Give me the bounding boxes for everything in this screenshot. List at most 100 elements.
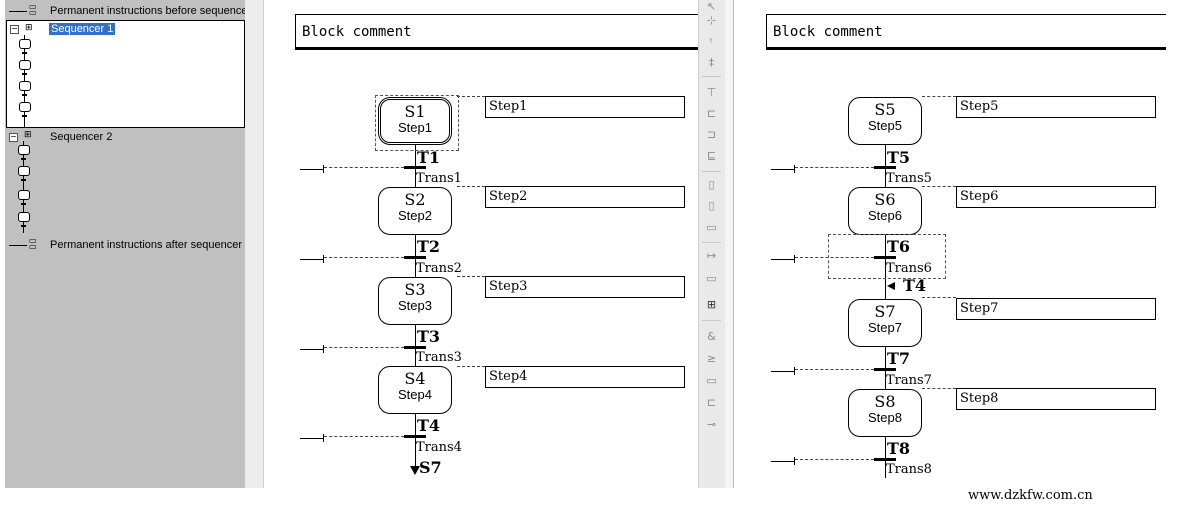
simultaneous-branch-icon[interactable]: ▯ <box>708 178 715 191</box>
step-box[interactable]: S1 Step1 <box>378 97 452 145</box>
transition-bar[interactable] <box>874 166 896 169</box>
mini-step-icon <box>18 212 30 222</box>
insert-step-icon[interactable]: ↦ <box>706 249 717 262</box>
step-name: S4 <box>404 369 426 388</box>
mini-step-icon <box>18 166 30 176</box>
grafcet-toolbar: ↖ ⊹ ᵗ ‡ ⊤ ⊏ ⊐ ⊑ ▯ ▯ ▭ ↦ ▭ ⊞ & ≥ ▭ ⊏ ⊸ <box>698 0 726 488</box>
tree-item-permanent-before[interactable]: Permanent instructions before sequencer <box>50 5 252 17</box>
transition-name: T6 <box>887 237 911 256</box>
collapse-toggle-icon[interactable]: − <box>10 24 19 34</box>
step-comment[interactable]: Step6 <box>956 186 1156 208</box>
branch-close-icon[interactable]: ⊏ <box>706 107 717 120</box>
transition-bar[interactable] <box>404 435 426 438</box>
jump-icon[interactable]: ▭ <box>706 221 717 234</box>
cmp-box-icon[interactable]: ▭ <box>706 374 717 387</box>
step-comment[interactable]: Step5 <box>956 96 1156 118</box>
mini-step-icon <box>19 81 31 91</box>
step-label: Step5 <box>868 118 902 133</box>
step-box[interactable]: S5 Step5 <box>848 97 922 145</box>
transition-name: T1 <box>417 148 441 167</box>
alternative-close-icon[interactable]: ⊑ <box>706 149 717 162</box>
transition-name: T5 <box>887 148 911 167</box>
transition-name: T4 <box>417 416 441 435</box>
sequencer-icon: ⊞ <box>24 130 32 140</box>
permanent-instructions-icon: ▭▭ <box>29 236 37 251</box>
simultaneous-close-icon[interactable]: ▯ <box>708 199 715 212</box>
and-box-icon[interactable]: & <box>707 330 716 343</box>
alternative-branch-icon[interactable]: ⊐ <box>706 128 717 141</box>
jump-in-arrow-icon <box>887 282 895 290</box>
jump-target: S7 <box>419 458 442 477</box>
step-comment[interactable]: Step1 <box>485 96 685 118</box>
transition-bar[interactable] <box>404 166 426 169</box>
transition-label: Trans5 <box>886 171 932 186</box>
transition-bar[interactable] <box>874 458 896 461</box>
branch-open-icon[interactable]: ⊤ <box>706 86 717 99</box>
step-box[interactable]: S4 Step4 <box>378 366 452 414</box>
sequencer-2-editor[interactable]: Block comment S5 Step5 Step5 T5 Trans5 S… <box>734 0 1181 488</box>
tree-item-permanent-after[interactable]: Permanent instructions after sequencer <box>50 239 242 251</box>
output-icon[interactable]: ⊸ <box>706 418 717 431</box>
step-comment[interactable]: Step8 <box>956 388 1156 410</box>
step-box[interactable]: S7 Step7 <box>848 299 922 347</box>
transition-label: Trans6 <box>886 261 932 276</box>
contact-branch-icon[interactable]: ⊏ <box>706 396 717 409</box>
cursor-icon[interactable]: ↖ <box>706 0 717 13</box>
transition-label: Trans4 <box>416 440 462 455</box>
step-icon[interactable]: ⊹ <box>706 14 717 27</box>
transition-icon[interactable]: ‡ <box>708 56 715 69</box>
step-box[interactable]: S3 Step3 <box>378 277 452 325</box>
selection-frame <box>828 234 946 279</box>
project-tree-panel: ▭▭ Permanent instructions before sequenc… <box>5 0 251 488</box>
step-label: Step3 <box>398 298 432 313</box>
step-name: S1 <box>404 102 426 121</box>
pane-splitter[interactable] <box>725 0 734 488</box>
step-label: Step6 <box>868 208 902 223</box>
step-box[interactable]: S2 Step2 <box>378 187 452 235</box>
sequencer-1-container[interactable]: − ⊞ Sequencer 1 <box>6 20 245 128</box>
permanent-instructions-icon: ▭▭ <box>29 2 37 17</box>
tree-connector <box>9 11 27 12</box>
transition-name: T2 <box>417 237 441 256</box>
step-transition-icon[interactable]: ᵗ <box>709 36 714 49</box>
transition-name: T7 <box>887 349 911 368</box>
collapse-toggle-icon[interactable]: − <box>9 132 18 142</box>
sequencer-icon[interactable]: ⊞ <box>706 298 717 311</box>
ge-box-icon[interactable]: ≥ <box>706 352 717 365</box>
jump-source: T4 <box>903 276 927 295</box>
sequencer-1-editor[interactable]: Block comment S1 Step1 Step1 T1 Trans1 S… <box>264 0 698 488</box>
delete-step-icon[interactable]: ▭ <box>706 272 717 285</box>
step-label: Step2 <box>398 208 432 223</box>
step-comment[interactable]: Step3 <box>485 276 685 298</box>
watermark-text: www.dzkfw.com.cn <box>968 488 1093 503</box>
mini-step-icon <box>19 102 31 112</box>
transition-bar[interactable] <box>874 256 896 259</box>
mini-step-icon <box>19 60 31 70</box>
step-label: Step1 <box>398 120 432 135</box>
jump-arrow-icon <box>410 466 420 475</box>
step-comment[interactable]: Step4 <box>485 366 685 388</box>
transition-bar[interactable] <box>404 256 426 259</box>
step-name: S3 <box>404 280 426 299</box>
step-name: S7 <box>874 302 896 321</box>
transition-label: Trans2 <box>416 261 462 276</box>
step-name: S6 <box>874 190 896 209</box>
transition-label: Trans3 <box>416 350 462 365</box>
step-label: Step7 <box>868 320 902 335</box>
step-name: S8 <box>874 392 896 411</box>
step-label: Step4 <box>398 387 432 402</box>
block-comment-box[interactable]: Block comment <box>766 14 1166 48</box>
tree-item-sequencer-2[interactable]: Sequencer 2 <box>50 131 113 143</box>
transition-name: T8 <box>887 439 911 458</box>
step-box[interactable]: S6 Step6 <box>848 187 922 235</box>
step-comment[interactable]: Step2 <box>485 186 685 208</box>
block-comment-box[interactable]: Block comment <box>295 14 698 48</box>
mini-step-icon <box>18 145 30 155</box>
sequencer-icon: ⊞ <box>25 23 33 33</box>
transition-bar[interactable] <box>404 346 426 349</box>
step-box[interactable]: S8 Step8 <box>848 389 922 437</box>
step-comment[interactable]: Step7 <box>956 298 1156 320</box>
panel-splitter[interactable] <box>245 0 264 488</box>
transition-bar[interactable] <box>874 368 896 371</box>
tree-item-sequencer-1[interactable]: Sequencer 1 <box>49 23 116 35</box>
